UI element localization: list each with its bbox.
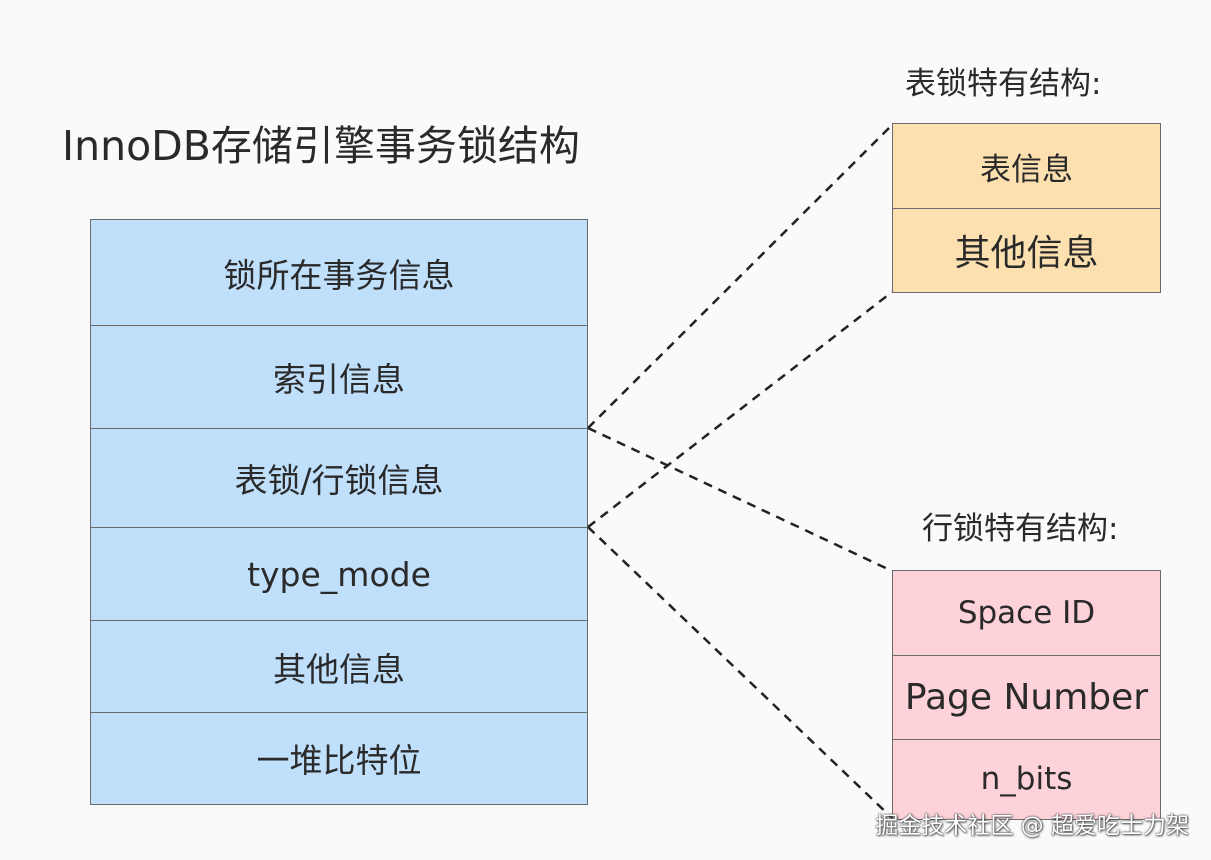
row-lock-title: 行锁特有结构:	[922, 511, 1119, 547]
lock-field-other-info: 其他信息	[91, 621, 587, 713]
row-lock-field-n-bits: n_bits	[980, 761, 1073, 797]
table-lock-title: 表锁特有结构:	[905, 66, 1102, 102]
connector-to-table-top	[587, 124, 893, 429]
table-lock-stack: 表信息 其他信息	[892, 123, 1161, 293]
connector-to-row-top	[587, 426, 893, 573]
lock-field-table-row-lock-info: 表锁/行锁信息	[91, 429, 587, 528]
connector-to-table-bottom	[587, 291, 893, 528]
table-lock-field-other-info: 其他信息	[954, 233, 1099, 274]
lock-field-bits: 一堆比特位	[256, 741, 422, 780]
connector-to-row-bottom	[587, 526, 893, 819]
lock-field-type-mode: type_mode	[91, 528, 587, 621]
row-lock-field-page-number: Page Number	[893, 656, 1160, 740]
diagram-title: InnoDB存储引擎事务锁结构	[62, 122, 580, 170]
lock-field-transaction-info: 锁所在事务信息	[91, 220, 587, 326]
lock-field-index-info: 索引信息	[91, 326, 587, 429]
table-lock-field-table-info: 表信息	[893, 124, 1160, 209]
row-lock-field-space-id: Space ID	[893, 571, 1160, 656]
lock-structure-stack: 锁所在事务信息 索引信息 表锁/行锁信息 type_mode 其他信息 一堆比特…	[90, 219, 588, 805]
row-lock-stack: Space ID Page Number n_bits	[892, 570, 1161, 820]
watermark: 掘金技术社区 @ 超爱吃士力架	[875, 813, 1189, 839]
